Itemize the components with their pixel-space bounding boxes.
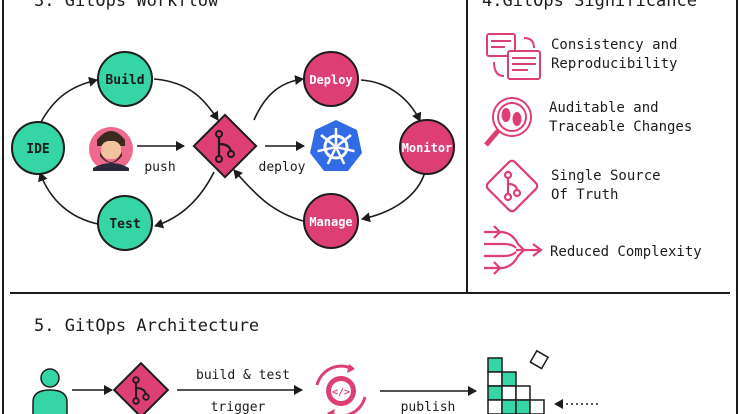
node-ide: IDE bbox=[11, 121, 65, 175]
trigger-label: trigger bbox=[211, 400, 266, 414]
node-deploy-label: Deploy bbox=[309, 73, 352, 87]
single-source-line2: Of Truth bbox=[551, 187, 618, 203]
ci-gear-code-icon: </> bbox=[315, 364, 367, 414]
build-to-git-edge bbox=[153, 78, 219, 121]
significance-item-consistency: Consistency and Reproducibility bbox=[486, 33, 677, 80]
git-outline-icon bbox=[485, 159, 539, 213]
monitor-to-manage-edge bbox=[361, 171, 426, 223]
push-label: push bbox=[144, 160, 175, 175]
test-to-ide-edge bbox=[38, 172, 99, 225]
node-manage: Manage bbox=[303, 193, 359, 249]
significance-title: 4.GitOps Significance bbox=[482, 0, 697, 11]
git-to-deploy-edge bbox=[253, 75, 304, 121]
git-to-test-edge bbox=[154, 171, 215, 229]
svg-text:</>: </> bbox=[332, 387, 350, 398]
significance-item-single-source: Single Source Of Truth bbox=[485, 159, 661, 213]
node-test-label: Test bbox=[109, 217, 140, 232]
node-build: Build bbox=[97, 51, 153, 107]
publish-label: publish bbox=[401, 400, 456, 414]
node-manage-label: Manage bbox=[309, 215, 352, 229]
node-build-label: Build bbox=[105, 73, 144, 88]
node-monitor-label: Monitor bbox=[402, 141, 453, 155]
workflow-title: 3. GitOps Workflow bbox=[34, 0, 219, 11]
node-test: Test bbox=[97, 195, 153, 251]
auditable-line2: Traceable Changes bbox=[549, 119, 692, 135]
git-diamond-icon bbox=[192, 113, 258, 179]
consistency-line1: Consistency and bbox=[551, 37, 677, 53]
developer-avatar-icon bbox=[89, 127, 133, 171]
node-deploy: Deploy bbox=[303, 51, 359, 107]
user-icon bbox=[32, 368, 68, 414]
node-monitor: Monitor bbox=[399, 119, 455, 175]
manage-to-git-edge bbox=[233, 169, 304, 222]
deploy-to-monitor-edge bbox=[360, 79, 422, 122]
kubernetes-helm-icon bbox=[310, 120, 362, 171]
reduced-line1: Reduced Complexity bbox=[550, 244, 702, 260]
workflow-loop bbox=[38, 75, 426, 229]
single-source-line1: Single Source bbox=[551, 168, 661, 184]
significance-item-auditable: Auditable and Traceable Changes bbox=[484, 97, 692, 147]
consistency-line2: Reproducibility bbox=[551, 56, 677, 72]
auditable-line1: Auditable and bbox=[549, 100, 659, 116]
git-diamond-icon bbox=[112, 361, 170, 414]
significance-item-reduced: Reduced Complexity bbox=[484, 225, 702, 275]
magnifier-footprints-icon bbox=[484, 97, 532, 147]
node-ide-label: IDE bbox=[26, 142, 49, 157]
ide-to-build-edge bbox=[39, 76, 98, 125]
architecture-title: 5. GitOps Architecture bbox=[34, 316, 259, 336]
document-sync-icon bbox=[486, 33, 541, 80]
merge-arrows-icon bbox=[484, 225, 543, 275]
deploy-edge-label: deploy bbox=[259, 160, 306, 175]
build-test-label: build & test bbox=[196, 368, 290, 383]
container-registry-icon bbox=[487, 349, 550, 414]
